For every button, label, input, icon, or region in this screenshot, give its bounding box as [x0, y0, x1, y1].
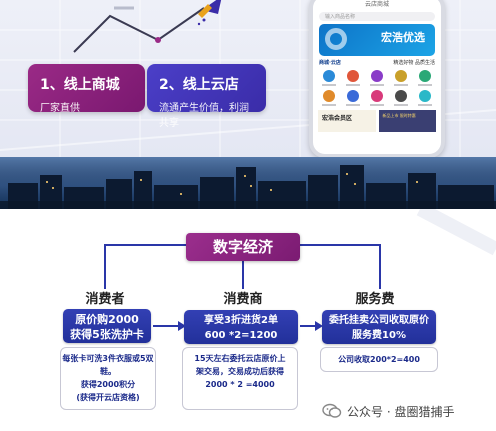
service-fee-box-line: 委托挂卖公司收取原价	[329, 315, 429, 326]
digital-economy-flow: 数字经济 消费者 消费商 服务费 原价购2000 获得5张洗护卡 享受3折进货2…	[0, 209, 496, 431]
phone-header: 云店商城	[364, 1, 389, 8]
promo-card[interactable]: 新品上市 限时特惠	[378, 110, 436, 132]
promo-banner-top: 1、线上商城 厂家直供 2、线上云店 流通产生价值，利润共享 云店商城 输入商品…	[0, 0, 496, 157]
member-zone-card[interactable]: 宏浩会员区	[318, 110, 376, 132]
category-item[interactable]	[414, 70, 436, 86]
phone-banner[interactable]: 宏浩优选	[319, 24, 435, 56]
online-mall-subtitle: 厂家直供	[40, 103, 80, 114]
rocket-icon	[197, 0, 222, 26]
category-item[interactable]	[342, 70, 364, 86]
reseller-box: 享受3折进货2单 600 *2=1200	[184, 310, 298, 344]
consumer-note-line: (获得开云店资格)	[76, 393, 140, 402]
flow-connectors	[104, 209, 496, 331]
digital-economy-title: 数字经济	[186, 233, 300, 261]
reseller-label: 消费商	[223, 292, 263, 307]
category-item[interactable]	[366, 70, 388, 86]
category-item[interactable]	[390, 70, 412, 86]
cloud-store-subtitle: 流通产生价值，利润共享	[159, 103, 249, 129]
consumer-note: 每张卡可洗3件衣服或5双鞋。 获得2000积分 (获得开云店资格)	[60, 347, 156, 410]
category-item[interactable]	[318, 70, 340, 86]
service-fee-note: 公司收取200*2=400	[320, 347, 438, 372]
disk-logo-icon	[325, 28, 347, 50]
consumer-note-line: 获得2000积分	[80, 380, 136, 389]
category-item[interactable]	[390, 90, 412, 106]
consumer-box: 原价购2000 获得5张洗护卡	[63, 309, 151, 343]
service-fee-note-line: 公司收取200*2=400	[338, 355, 420, 364]
reseller-note-line: 架交易，交易成功后获得	[196, 367, 284, 376]
wechat-icon	[322, 403, 342, 418]
phone-brand-name: 商城·云店	[319, 60, 341, 66]
category-item[interactable]	[366, 90, 388, 106]
phone-brand-row: 商城·云店 精选好物 品质生活	[319, 59, 435, 66]
online-mall-card: 1、线上商城 厂家直供	[28, 64, 145, 114]
wechat-watermark: 公众号 · 盘圈猎捕手	[318, 400, 459, 422]
service-fee-box: 委托挂卖公司收取原价 服务费10%	[322, 310, 436, 344]
phone-brand-tagline: 精选好物 品质生活	[393, 60, 435, 66]
arrow-right-icon	[153, 321, 186, 331]
phone-bottom-row: 宏浩会员区 新品上市 限时特惠	[318, 110, 436, 132]
cloud-store-card: 2、线上云店 流通产生价值，利润共享	[147, 64, 266, 129]
phone-mockup: 云店商城 输入商品名称 宏浩优选 商城·云店 精选好物 品质生活 宏浩会员区 新…	[309, 0, 445, 157]
service-fee-box-line: 服务费10%	[352, 330, 406, 341]
category-item[interactable]	[318, 90, 340, 106]
reseller-note-line: 2000 * 2 =4000	[205, 380, 275, 389]
consumer-note-line: 每张卡可洗3件衣服或5双鞋。	[62, 354, 154, 376]
consumer-label: 消费者	[85, 292, 125, 307]
reseller-box-line: 享受3折进货2单	[204, 315, 278, 326]
phone-search-input[interactable]: 输入商品名称	[319, 12, 435, 21]
reseller-note-line: 15天左右委托云店原价上	[194, 354, 286, 363]
consumer-box-line: 获得5张洗护卡	[70, 328, 144, 341]
phone-category-grid	[318, 70, 436, 106]
watermark-text: 公众号 · 盘圈猎捕手	[347, 404, 455, 419]
service-fee-label: 服务费	[355, 292, 395, 307]
category-item[interactable]	[342, 90, 364, 106]
reseller-box-line: 600 *2=1200	[204, 330, 278, 341]
trend-line-graphic	[73, 0, 222, 53]
consumer-box-line: 原价购2000	[75, 313, 139, 326]
category-item[interactable]	[414, 90, 436, 106]
phone-banner-text: 宏浩优选	[381, 31, 425, 44]
cloud-store-title: 2、线上云店	[159, 77, 239, 93]
arrow-right-icon	[300, 321, 323, 331]
reseller-note: 15天左右委托云店原价上 架交易，交易成功后获得 2000 * 2 =4000	[182, 347, 298, 410]
city-skyline-image	[0, 157, 496, 209]
skyline-graphic	[0, 157, 496, 209]
online-mall-title: 1、线上商城	[40, 77, 120, 93]
